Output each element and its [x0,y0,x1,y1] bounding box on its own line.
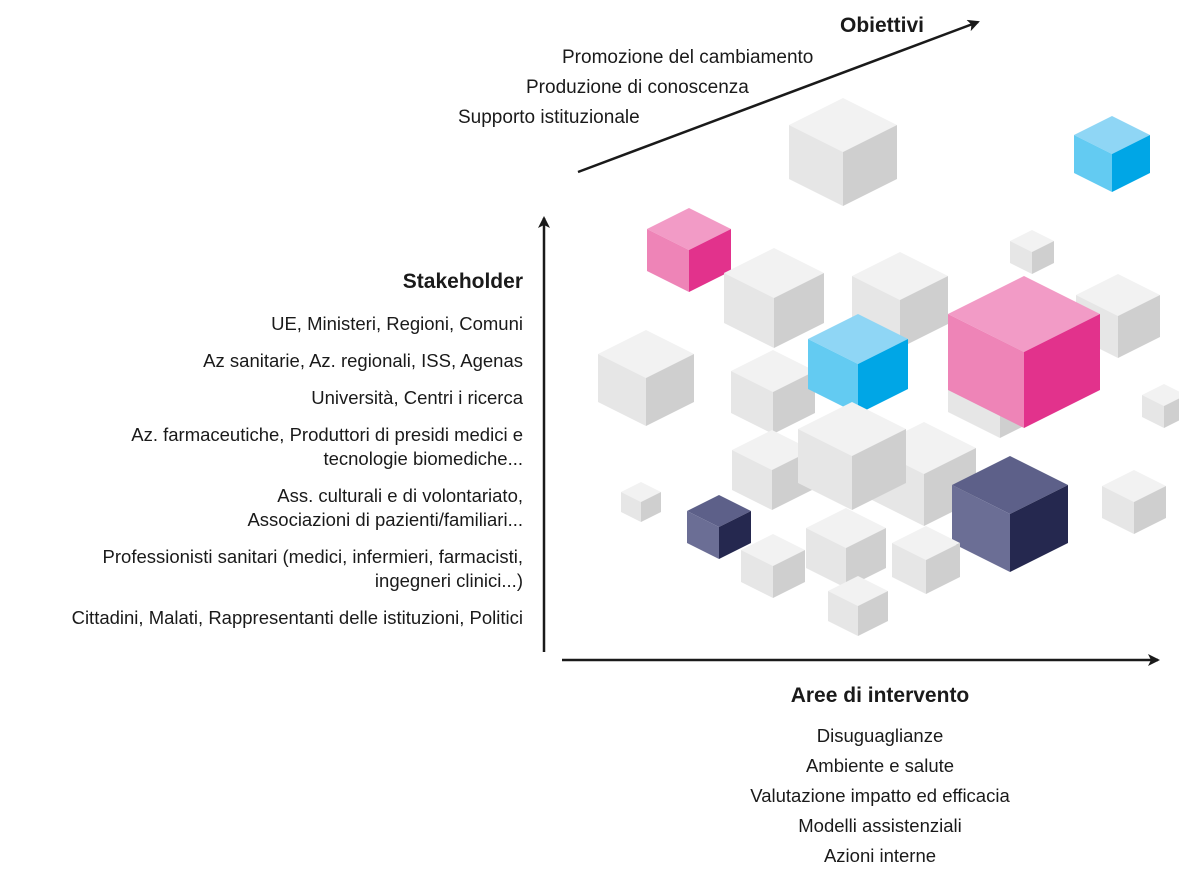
stakeholder-title: Stakeholder [402,270,523,293]
aree-title: Aree di intervento [790,684,970,707]
aree-item: Ambiente e salute [805,755,955,776]
cube-gray [741,534,805,598]
cube-navy-small [687,495,751,559]
cube-gray [724,248,824,348]
stakeholder-item: UE, Ministeri, Regioni, Comuni [271,313,523,334]
aree-item: Azioni interne [823,845,937,866]
obiettivi-item: Promozione del cambiamento [562,47,814,68]
obiettivi-title: Obiettivi [840,14,925,37]
cube-gray [806,508,886,588]
cube-pink-left [647,208,731,292]
stakeholder-item: Professionisti sanitari (medici, infermi… [102,546,523,591]
obiettivi-item: Supporto istituzionale [458,107,640,128]
cube-gray-large-top [789,98,897,206]
stakeholder-item: Ass. culturali e di volontariato, Associ… [247,485,523,530]
stakeholder-item: Az. farmaceutiche, Produttori di presidi… [131,424,523,469]
obiettivi-item: Produzione di conoscenza [526,77,749,98]
aree-item: Modelli assistenziali [798,815,962,836]
cube-gray-small [1010,230,1054,274]
stakeholder-item: Cittadini, Malati, Rappresentanti delle … [71,607,523,628]
stakeholder-item: Az sanitarie, Az. regionali, ISS, Agenas [203,350,523,371]
cube-gray [731,350,815,434]
cube-gray-small [621,482,661,522]
cube-gray-right [1102,470,1166,534]
obiettivi-axis-arrow [577,19,980,174]
stakeholder-item: Università, Centri i ricerca [311,387,523,408]
stakeholder-list: Stakeholder UE, Ministeri, Regioni, Comu… [72,268,523,643]
cube-gray-left [598,330,694,426]
cube-cluster [598,98,1179,636]
cube-gray-small [1142,384,1179,428]
cube-gray [892,526,960,594]
aree-list: Aree di intervento Disuguaglianze Ambien… [730,682,1030,874]
aree-item: Disuguaglianze [816,725,944,746]
cube-blue-top-right [1074,116,1150,192]
cube-gray-bottom [828,576,888,636]
aree-item: Valutazione impatto ed efficacia [750,785,1010,806]
